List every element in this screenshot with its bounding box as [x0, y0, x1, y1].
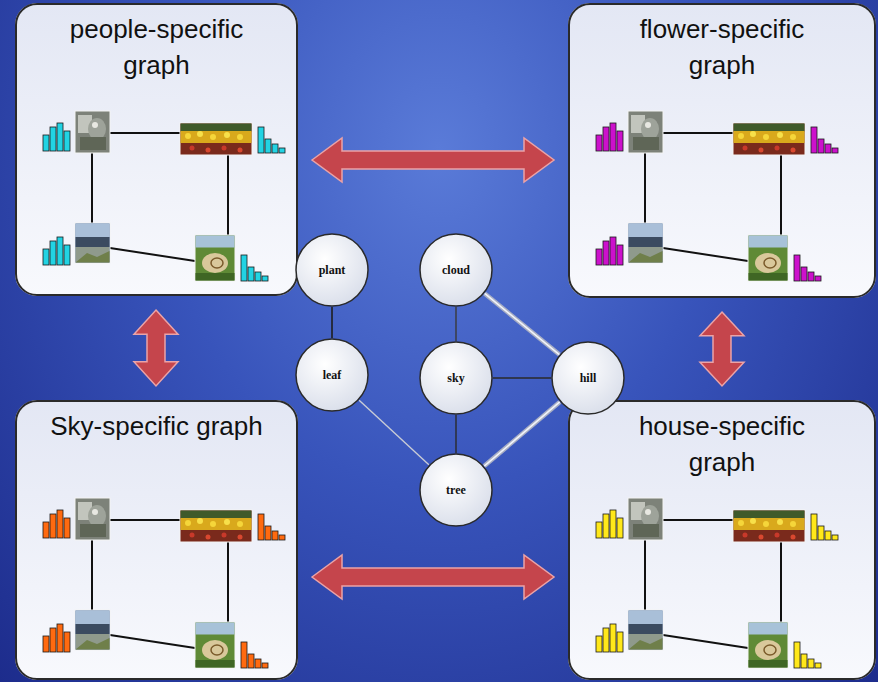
- graph-heading: house-specific graph: [615, 402, 830, 480]
- relation-line: [359, 400, 429, 465]
- concept-circle: tree: [419, 453, 493, 527]
- graph-heading: Sky-specific graph: [49, 402, 264, 444]
- relation-line: [332, 307, 333, 338]
- relation-line: [485, 293, 560, 354]
- concept-circle: cloud: [419, 233, 493, 307]
- concept-label: plant: [319, 263, 346, 277]
- relation-line-path: [455, 415, 456, 453]
- graph-heading: people-specific graph: [49, 5, 264, 83]
- graph-box: Sky-specific graph: [15, 400, 298, 680]
- double-arrow-shape: [312, 138, 554, 182]
- double-line-outer: [484, 402, 560, 466]
- concept-label: cloud: [442, 263, 470, 277]
- circle-shape: [552, 342, 624, 414]
- concept-label: sky: [447, 371, 464, 385]
- graph-box: flower-specific graph: [568, 3, 876, 298]
- double-arrow: [312, 138, 554, 182]
- double-arrow-shape: [700, 312, 744, 386]
- double-arrow-shape: [312, 555, 554, 599]
- double-line-outer: [485, 293, 560, 354]
- concept-circle: sky: [419, 341, 493, 415]
- relation-line-path: [359, 400, 429, 465]
- relation-line: [484, 402, 560, 466]
- graph-heading: flower-specific graph: [615, 5, 830, 83]
- circle-shape: [420, 454, 492, 526]
- double-arrow: [312, 555, 554, 599]
- circle-shape: [296, 234, 368, 306]
- concept-circle: hill: [551, 341, 625, 415]
- concept-label: hill: [580, 371, 597, 385]
- circle-shape: [420, 234, 492, 306]
- concept-label: leaf: [323, 368, 342, 382]
- double-line-inner: [484, 402, 560, 466]
- circle-shape: [420, 342, 492, 414]
- relation-line-path: [493, 377, 551, 378]
- concept-label: tree: [446, 483, 466, 497]
- circle-shape: [296, 339, 368, 411]
- double-arrow-shape: [134, 310, 178, 386]
- double-line-inner: [485, 293, 560, 354]
- double-arrow: [134, 310, 178, 386]
- concept-circle: leaf: [295, 338, 369, 412]
- double-arrow: [700, 312, 744, 386]
- relation-line: [456, 307, 457, 341]
- relation-line-path: [331, 307, 333, 338]
- relation-line: [493, 378, 551, 379]
- concept-circle: plant: [295, 233, 369, 307]
- graph-box: people-specific graph: [15, 3, 298, 296]
- graph-box: house-specific graph: [568, 400, 876, 680]
- relation-line: [456, 415, 457, 453]
- relation-line-path: [455, 307, 456, 341]
